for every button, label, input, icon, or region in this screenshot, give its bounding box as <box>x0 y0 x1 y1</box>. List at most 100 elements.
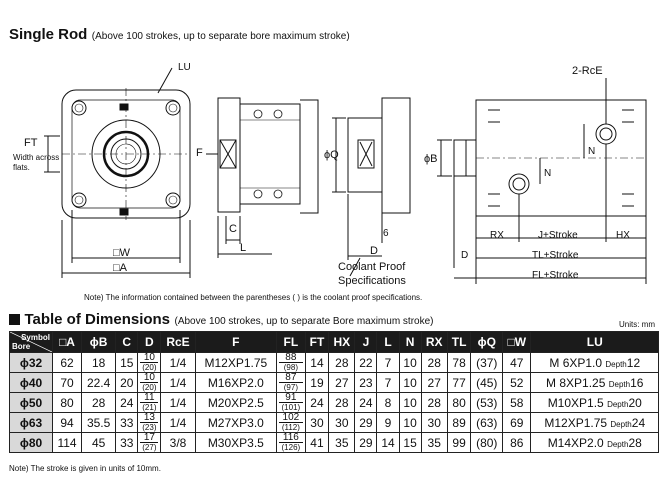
cell-d-std: 17 <box>140 433 159 443</box>
cell-rce: 1/4 <box>160 392 196 413</box>
cell-b: 22.4 <box>81 372 117 393</box>
cell-d: 17(27) <box>137 432 162 453</box>
label-coolant-proof: Coolant Proof <box>338 261 406 273</box>
cell-w: 47 <box>502 352 532 373</box>
section-title: Single Rod <box>9 26 88 43</box>
table-title: Table of Dimensions <box>24 311 171 328</box>
corner-bore-label: Bore <box>12 342 31 351</box>
cell-f: M16XP2.0 <box>194 372 278 393</box>
mount-hole-tr <box>165 100 181 116</box>
cell-c: 15 <box>115 352 139 373</box>
cell-ft: 14 <box>304 352 330 373</box>
cell-lu-depth-label: Depth <box>608 379 631 389</box>
table-header-row: Symbol Bore □A ϕB C D RcE F FL FT HX J L… <box>9 331 659 353</box>
cell-bore: ϕ63 <box>9 412 53 433</box>
label-lu: LU <box>178 62 191 73</box>
port-rce-lower <box>508 173 530 195</box>
cell-ft: 30 <box>304 412 330 433</box>
technical-drawing: LU FT Width across flats. F □W □A C L ϕQ… <box>13 62 647 287</box>
footnote: Note) The stroke is given in units of 10… <box>9 464 161 473</box>
label-d: D <box>370 245 378 257</box>
cell-fl: 88(98) <box>276 352 306 373</box>
side-section-head <box>239 103 301 205</box>
cell-a: 70 <box>51 372 83 393</box>
cell-fl-std: 91 <box>279 393 303 403</box>
cell-tl: 77 <box>446 372 472 393</box>
header-ft: FT <box>304 331 330 353</box>
cell-lu-depth-label: Depth <box>605 359 627 369</box>
header-d: D <box>137 331 162 353</box>
table-row: ϕ32 62 18 15 10(20) 1/4 M12XP1.75 88(98)… <box>9 352 659 373</box>
cell-n: 10 <box>398 352 422 373</box>
header-n: N <box>398 331 422 353</box>
cell-f: M27XP3.0 <box>194 412 278 433</box>
cell-d-coolant: (27) <box>142 443 157 452</box>
header-fl: FL <box>276 331 306 353</box>
label-hx: HX <box>616 230 630 241</box>
cell-f: M20XP2.5 <box>194 392 278 413</box>
cell-fl-coolant: (98) <box>283 363 298 372</box>
cell-fl-coolant: (97) <box>283 383 298 392</box>
cell-d-coolant: (20) <box>142 383 157 392</box>
cell-n: 10 <box>398 412 422 433</box>
cell-d-std: 13 <box>140 413 159 423</box>
header-rx: RX <box>420 331 448 353</box>
cell-rce: 1/4 <box>160 372 196 393</box>
cell-hx: 28 <box>328 352 356 373</box>
cell-rx: 27 <box>420 372 448 393</box>
header-tl: TL <box>446 331 472 353</box>
section-subtitle: (Above 100 strokes, up to separate bore … <box>91 31 350 42</box>
table-row: ϕ50 80 28 24 11(21) 1/4 M20XP2.5 91(101)… <box>9 392 659 413</box>
header-j: J <box>354 331 378 353</box>
header-a: □A <box>51 331 83 353</box>
cell-hx: 28 <box>328 392 356 413</box>
cell-d-coolant: (23) <box>142 423 157 432</box>
cell-fl: 102(112) <box>276 412 306 433</box>
label-flats: flats. <box>13 163 30 172</box>
label-width-across: Width across <box>13 153 59 162</box>
cell-tl: 99 <box>446 432 472 453</box>
cell-bore: ϕ32 <box>9 352 53 373</box>
units-label: Units: mm <box>619 320 655 329</box>
label-w: □W <box>113 247 131 259</box>
header-c: C <box>115 331 139 353</box>
table-heading: Table of Dimensions (Above 100 strokes, … <box>9 311 434 329</box>
cell-l: 7 <box>376 352 400 373</box>
label-c: C <box>229 223 237 235</box>
cell-hx: 35 <box>328 432 356 453</box>
cell-tl: 89 <box>446 412 472 433</box>
cell-lu-depth-label: Depth <box>607 399 629 409</box>
cell-a: 94 <box>51 412 83 433</box>
cell-j: 29 <box>354 412 378 433</box>
corner-symbol-label: Symbol <box>21 333 50 342</box>
table-row: ϕ40 70 22.4 20 10(20) 1/4 M16XP2.0 87(97… <box>9 372 659 393</box>
heading-square-icon <box>9 314 20 325</box>
label-l: L <box>240 242 246 254</box>
cell-rx: 30 <box>420 412 448 433</box>
corner-header: Symbol Bore <box>9 331 53 353</box>
cell-lu-thread: M14XP2.0 <box>547 435 604 450</box>
cell-w: 86 <box>502 432 532 453</box>
header-w: □W <box>502 331 532 353</box>
cell-d: 10(20) <box>137 372 162 393</box>
cell-q: (53) <box>470 392 504 413</box>
cell-bore: ϕ80 <box>9 432 53 453</box>
mount-hole-br <box>165 192 181 208</box>
label-n-upper: N <box>588 146 595 157</box>
mount-hole-tl <box>71 100 87 116</box>
cell-j: 29 <box>354 432 378 453</box>
header-b: ϕB <box>81 331 117 353</box>
label-n-lower: N <box>544 168 551 179</box>
table-row: ϕ80 114 45 33 17(27) 3/8 M30XP3.5 116(12… <box>9 432 659 453</box>
cell-fl-std: 88 <box>279 353 303 363</box>
cell-rx: 35 <box>420 432 448 453</box>
cell-c: 24 <box>115 392 139 413</box>
cell-lu-thread: M12XP1.75 <box>544 415 608 430</box>
cell-fl: 91(101) <box>276 392 306 413</box>
label-six: 6 <box>383 228 389 239</box>
cell-w: 52 <box>502 372 532 393</box>
cell-j: 23 <box>354 372 378 393</box>
cell-rce: 1/4 <box>160 352 196 373</box>
cell-fl-std: 102 <box>279 413 303 423</box>
header-hx: HX <box>328 331 356 353</box>
